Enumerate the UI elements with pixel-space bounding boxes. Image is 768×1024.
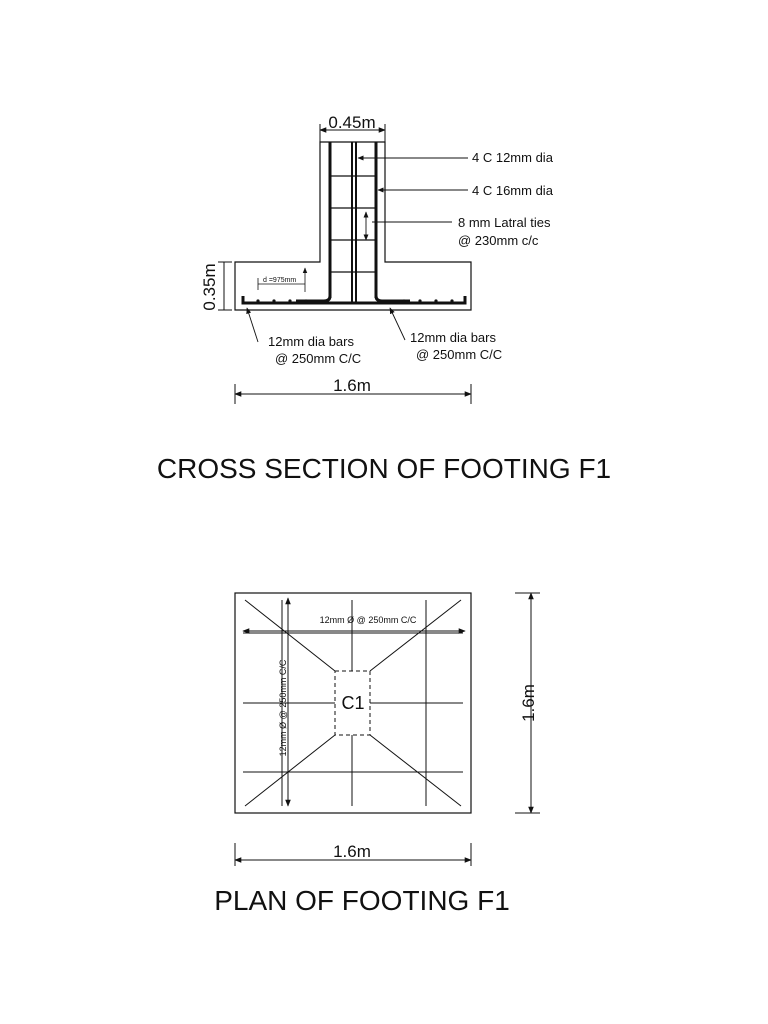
bottom-left-label-line1: 12mm dia bars bbox=[268, 334, 354, 349]
effective-depth-label: d =975mm bbox=[263, 277, 296, 284]
leader-bottom-left bbox=[246, 307, 259, 343]
column-bar-bend-left bbox=[296, 295, 332, 303]
plan-bottom-dimension: 1.6m bbox=[333, 842, 371, 861]
plan-vertical-bar-label: 12mm Ø @ 250mm C/C bbox=[278, 659, 288, 756]
plan-horizontal-bar-label: 12mm Ø @ 250mm C/C bbox=[320, 615, 417, 625]
column-bar-bend-right bbox=[374, 295, 410, 303]
column-c1 bbox=[334, 670, 371, 736]
footing-depth-label: 0.35m bbox=[200, 263, 219, 310]
inner-bars-label: 4 C 12mm dia bbox=[472, 150, 554, 165]
plan-side-dimension: 1.6m bbox=[519, 684, 538, 722]
plan-view: C1 12mm Ø @ 250mm C/C 12mm Ø @ 250mm C/C… bbox=[214, 592, 540, 916]
ties-label-line2: @ 230mm c/c bbox=[458, 233, 539, 248]
cross-section-title: CROSS SECTION OF FOOTING F1 bbox=[157, 453, 611, 484]
bottom-bar-dots bbox=[256, 299, 454, 303]
bottom-right-label-line2: @ 250mm C/C bbox=[416, 347, 502, 362]
bottom-left-label-line2: @ 250mm C/C bbox=[275, 351, 361, 366]
ties-label-line1: 8 mm Latral ties bbox=[458, 215, 551, 230]
outer-bars-label: 4 C 16mm dia bbox=[472, 183, 554, 198]
column-c1-label: C1 bbox=[341, 693, 364, 713]
column-width-label: 0.45m bbox=[328, 113, 375, 132]
plan-title: PLAN OF FOOTING F1 bbox=[214, 885, 510, 916]
footing-outline bbox=[234, 141, 472, 311]
bottom-right-label-line1: 12mm dia bars bbox=[410, 330, 496, 345]
leader-bottom-right bbox=[389, 307, 406, 341]
cross-section-view: 0.45m 0.35m d =975mm 4 C 12mm dia 4 C 16… bbox=[157, 113, 611, 484]
bottom-reinforcement bbox=[241, 296, 467, 305]
plan-outline bbox=[234, 592, 472, 814]
footing-width-label: 1.6m bbox=[333, 376, 371, 395]
